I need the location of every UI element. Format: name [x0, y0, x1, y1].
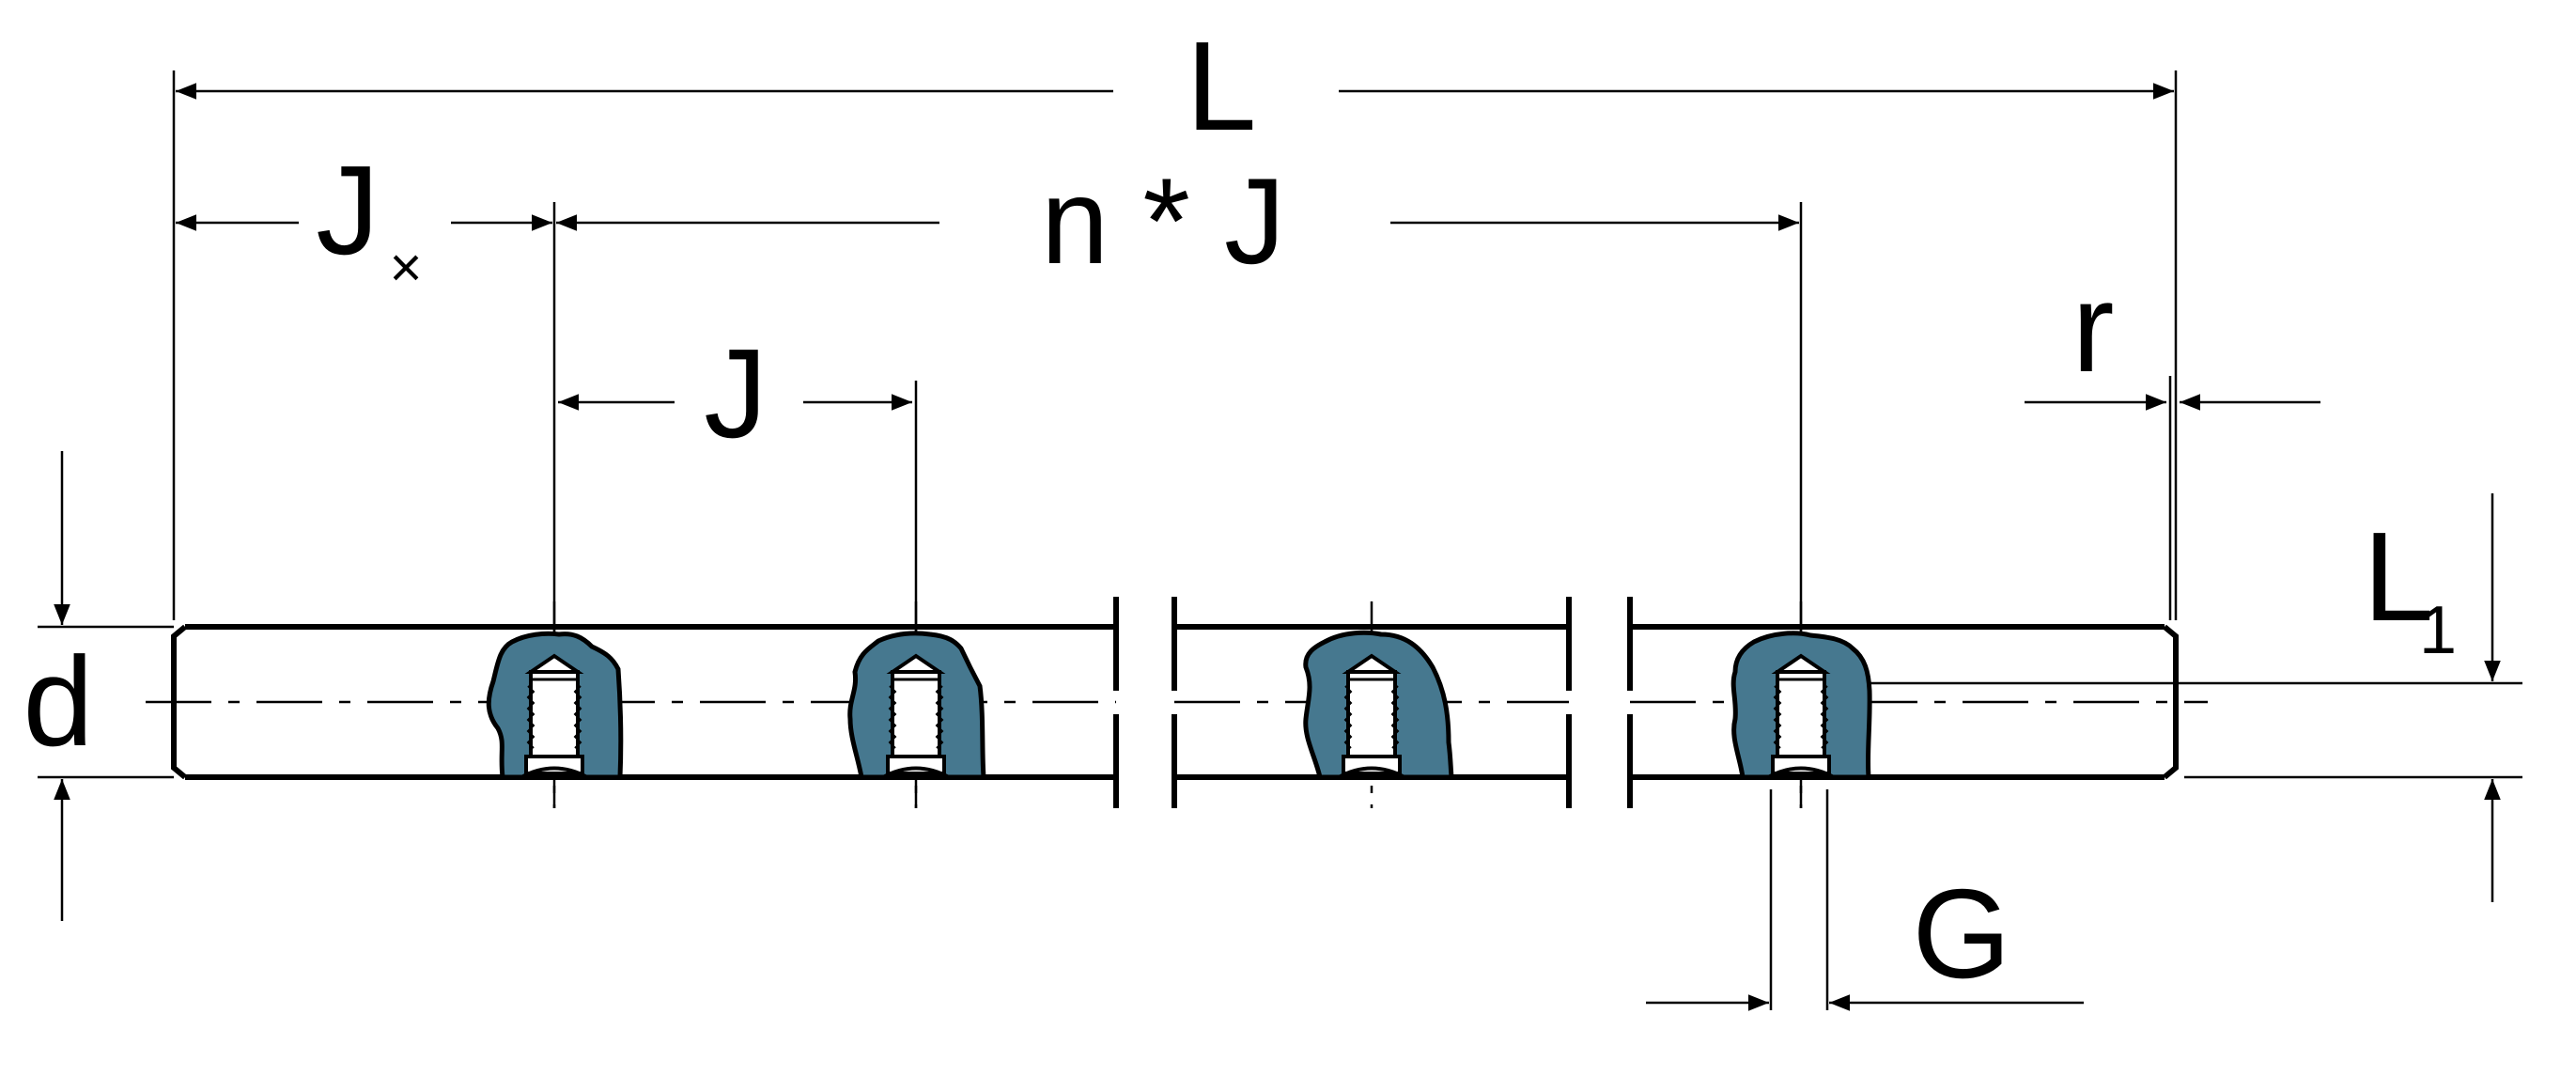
label-r: r: [2072, 257, 2115, 398]
label-nJ: n * J: [1041, 152, 1285, 289]
label-Jx-sub: ×: [389, 236, 422, 299]
label-L1-sub: 1: [2419, 593, 2457, 668]
label-L: L: [1186, 15, 1256, 157]
threaded-insert-1: [520, 653, 588, 779]
cutout-2: [847, 631, 986, 780]
cutout-1: [486, 631, 624, 780]
dimension-labels: L J × n * J J r d L 1 G: [23, 15, 2457, 1005]
label-Jx-main: J: [316, 139, 380, 281]
label-J: J: [704, 322, 768, 464]
threaded-insert-3: [1338, 653, 1405, 779]
dimension-lines: [54, 83, 2501, 1011]
label-d: d: [23, 631, 93, 772]
break-marks: [1113, 597, 1633, 808]
threaded-insert-4: [1767, 653, 1835, 779]
cutout-4: [1730, 631, 1872, 780]
label-L1-main: L: [2363, 506, 2433, 647]
extension-lines: [38, 70, 2522, 1010]
cutout-3: [1303, 630, 1454, 780]
section-cutouts: [486, 630, 1872, 780]
label-G: G: [1912, 863, 2010, 1005]
threaded-insert-2: [882, 653, 950, 779]
